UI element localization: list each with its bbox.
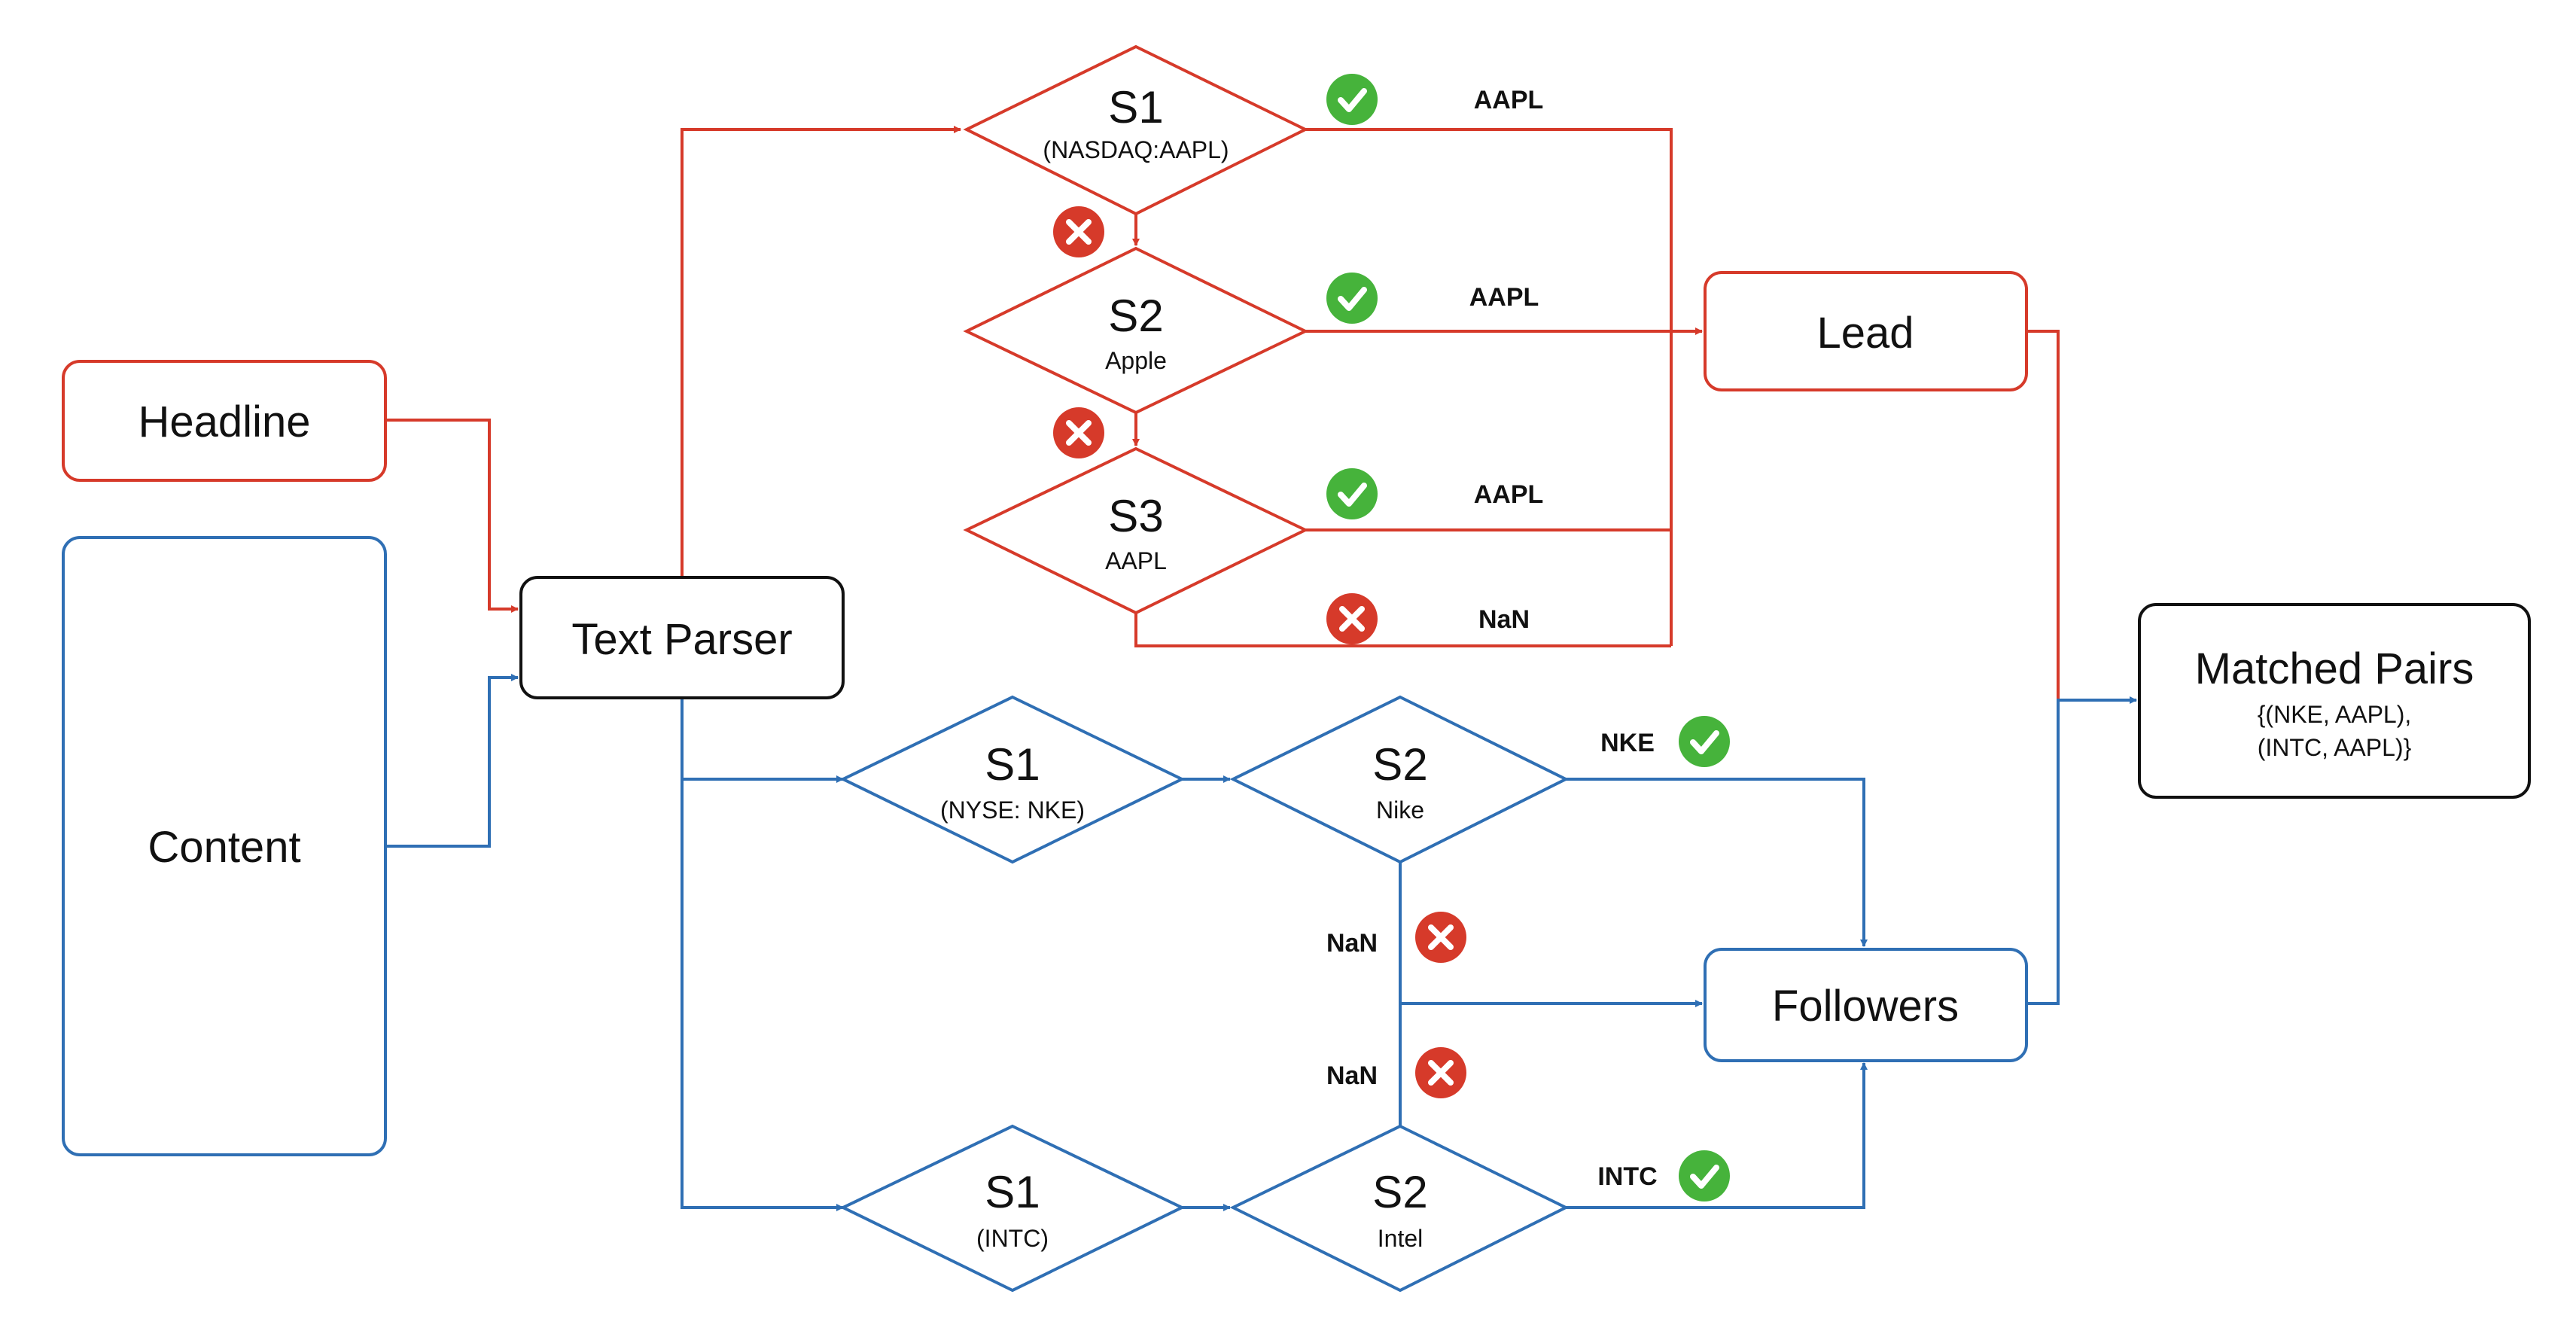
headline-s1-result: AAPL — [1474, 86, 1544, 114]
headline-s3-title: S3 — [1108, 491, 1163, 541]
check-circle-icon — [1326, 273, 1378, 324]
headline-s1-diamond: S1 (NASDAQ:AAPL) — [963, 44, 1309, 216]
followers-box: Followers — [1704, 948, 2028, 1062]
content-label: Content — [148, 823, 300, 872]
x-circle-icon — [1053, 206, 1104, 257]
nike-s1-subtitle: (NYSE: NKE) — [940, 796, 1085, 824]
check-circle-icon — [1326, 74, 1378, 125]
headline-s2-subtitle: Apple — [1105, 347, 1167, 374]
headline-s2-diamond: S2 Apple — [963, 246, 1309, 415]
nike-s1-title: S1 — [985, 739, 1040, 790]
headline-s3-subtitle: AAPL — [1105, 547, 1167, 574]
matched-pairs-line1: {(NKE, AAPL), — [2258, 701, 2412, 728]
headline-s1-subtitle: (NASDAQ:AAPL) — [1043, 136, 1229, 163]
content-box: Content — [62, 536, 387, 1156]
edge-parser-to-nike-s1 — [681, 699, 844, 1211]
nike-s2-diamond: S2 Nike — [1229, 695, 1570, 864]
headline-s2-title: S2 — [1108, 291, 1163, 341]
intel-s1-subtitle: (INTC) — [976, 1225, 1049, 1252]
nike-s2-title: S2 — [1372, 739, 1427, 790]
connectors — [385, 126, 2137, 1211]
followers-label: Followers — [1772, 982, 1959, 1031]
check-circle-icon — [1679, 1150, 1730, 1201]
matched-pairs-title: Matched Pairs — [2195, 644, 2474, 693]
headline-label: Headline — [139, 397, 311, 446]
edge-s1-success — [1305, 128, 1673, 646]
edge-followers-to-result — [2026, 696, 2137, 1005]
x-circle-icon — [1415, 1047, 1466, 1098]
headline-box: Headline — [62, 360, 387, 482]
intel-s1-diamond: S1 (INTC) — [839, 1124, 1186, 1293]
nike-s2-subtitle: Nike — [1376, 796, 1424, 824]
edge-parser-to-headline-s1 — [681, 126, 961, 577]
intel-fail-result: NaN — [1326, 1061, 1378, 1090]
intel-result: INTC — [1597, 1162, 1657, 1191]
nike-fail-result: NaN — [1326, 929, 1378, 958]
intel-s1-title: S1 — [985, 1167, 1040, 1217]
intel-s2-title: S2 — [1372, 1167, 1427, 1217]
headline-s3-diamond: S3 AAPL — [963, 446, 1309, 615]
matched-pairs-box: Matched Pairs {(NKE, AAPL), (INTC, AAPL)… — [2138, 603, 2531, 799]
edge-intel-success — [1566, 1062, 1868, 1209]
headline-s2-result: AAPL — [1469, 283, 1539, 312]
x-circle-icon — [1326, 593, 1378, 644]
intel-s2-subtitle: Intel — [1378, 1225, 1423, 1252]
check-circle-icon — [1679, 716, 1730, 767]
x-circle-icon — [1415, 912, 1466, 963]
edge-lead-to-result — [2026, 330, 2060, 700]
text-parser-box: Text Parser — [519, 576, 845, 699]
intel-s2-diamond: S2 Intel — [1229, 1124, 1570, 1293]
matched-pairs-line2: (INTC, AAPL)} — [2258, 734, 2412, 761]
edge-s3-fail — [1134, 613, 1671, 647]
edge-headline-to-parser — [385, 419, 519, 613]
headline-s3-result: AAPL — [1474, 480, 1544, 509]
lead-box: Lead — [1704, 271, 2028, 391]
edge-nike-success — [1566, 778, 1868, 947]
edge-content-to-parser — [385, 674, 519, 848]
headline-s3-fail-result: NaN — [1478, 605, 1530, 634]
check-circle-icon — [1326, 468, 1378, 519]
x-circle-icon — [1053, 407, 1104, 458]
lead-label: Lead — [1816, 309, 1914, 358]
nike-s1-diamond: S1 (NYSE: NKE) — [839, 695, 1186, 864]
nike-result: NKE — [1600, 729, 1655, 757]
text-parser-label: Text Parser — [571, 615, 792, 664]
headline-s1-title: S1 — [1108, 82, 1163, 132]
